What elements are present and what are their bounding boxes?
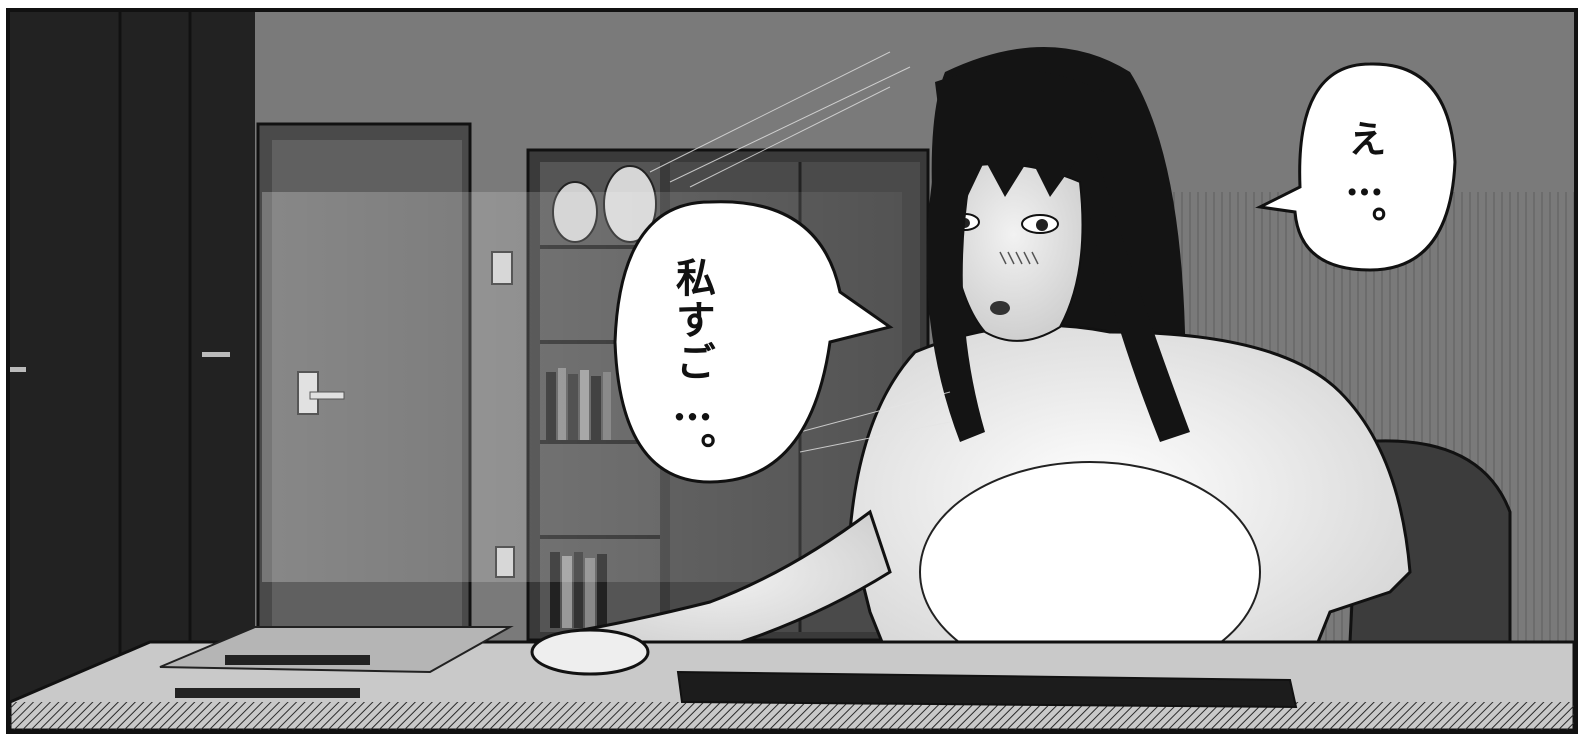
pen-tray xyxy=(225,655,370,665)
phone xyxy=(175,688,360,698)
mouth xyxy=(990,301,1010,315)
mouse-icon xyxy=(530,628,650,676)
room-scene xyxy=(10,12,1574,730)
wardrobe-handle xyxy=(202,352,230,357)
speech-text-right: え…。 xyxy=(1342,119,1387,246)
speech-text-left: 私すご…。 xyxy=(669,257,716,474)
speech-bubble-icon xyxy=(613,200,894,484)
manga-panel: 私すご…。 え…。 xyxy=(6,8,1578,734)
blush xyxy=(999,251,1039,265)
speech-bubble-icon xyxy=(1255,62,1457,272)
keyboard-icon xyxy=(676,670,1298,709)
speed-lines xyxy=(649,51,951,453)
desk-edge xyxy=(10,702,1574,730)
bangs xyxy=(935,69,1105,202)
